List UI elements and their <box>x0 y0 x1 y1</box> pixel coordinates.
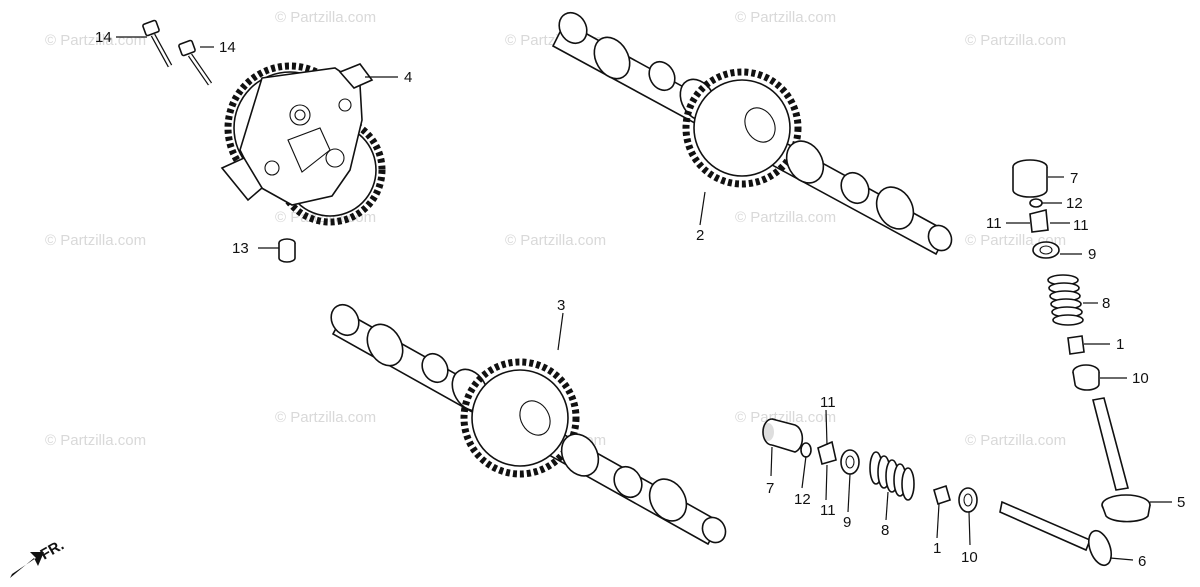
gear-plate-assembly <box>220 62 386 226</box>
callout-2: 2 <box>696 227 704 244</box>
callout-13: 13 <box>232 240 249 257</box>
callout-14: 14 <box>219 39 236 56</box>
callout-11: 11 <box>1073 217 1089 234</box>
cam-sprocket-2 <box>682 68 802 188</box>
watermark: © Partzilla.com <box>965 32 1066 49</box>
spring-8a <box>1047 274 1084 326</box>
camshaft-3 <box>330 303 727 546</box>
callout-7: 7 <box>1070 170 1078 187</box>
callout-1: 1 <box>1116 336 1124 353</box>
callout-3: 3 <box>557 297 565 314</box>
watermark: © Partzilla.com <box>45 232 146 249</box>
callout-11: 11 <box>820 394 836 411</box>
callout-12: 12 <box>1066 195 1083 212</box>
watermark: © Partzilla.com <box>735 209 836 226</box>
callout-5: 5 <box>1177 494 1185 511</box>
callout-8: 8 <box>1102 295 1110 312</box>
callout-11: 11 <box>986 215 1002 232</box>
callout-10: 10 <box>1132 370 1149 387</box>
valve-stack-upper <box>1012 159 1151 523</box>
callout-6: 6 <box>1138 553 1146 570</box>
watermark: © Partzilla.com <box>735 409 836 426</box>
dowel-pin-13 <box>278 238 296 263</box>
callout-9: 9 <box>843 514 851 531</box>
front-arrow-icon: FR. <box>10 537 67 578</box>
watermark: © Partzilla.com <box>45 432 146 449</box>
watermark: © Partzilla.com <box>965 432 1066 449</box>
watermark: © Partzilla.com <box>275 409 376 426</box>
callout-11: 11 <box>820 502 836 519</box>
callout-12: 12 <box>794 491 811 508</box>
callout-14: 14 <box>95 29 112 46</box>
callout-8: 8 <box>881 522 889 539</box>
watermark: © Partzilla.com <box>735 9 836 26</box>
callout-9: 9 <box>1088 246 1096 263</box>
bolt-14b <box>178 39 213 86</box>
leader-lines <box>116 36 1172 561</box>
valve-6 <box>999 500 1092 552</box>
watermark: © Partzilla.com <box>505 232 606 249</box>
watermark: © Partzilla.com <box>275 9 376 26</box>
cam-sprocket-3 <box>460 358 580 478</box>
bolt-14a <box>142 19 173 68</box>
camshaft-2 <box>551 11 953 256</box>
watermarks: © Partzilla.com © Partzilla.com © Partzi… <box>45 9 1066 449</box>
direction-label: FR. <box>38 537 67 564</box>
spring-8b <box>869 451 915 501</box>
callout-10: 10 <box>961 549 978 566</box>
valve-5 <box>1092 397 1129 491</box>
watermark: © Partzilla.com <box>45 32 146 49</box>
callout-1: 1 <box>933 540 941 557</box>
callouts: 14 14 4 13 2 3 7 12 11 11 9 8 1 10 5 6 7… <box>95 29 1185 570</box>
callout-7: 7 <box>766 480 774 497</box>
callout-4: 4 <box>404 69 412 86</box>
